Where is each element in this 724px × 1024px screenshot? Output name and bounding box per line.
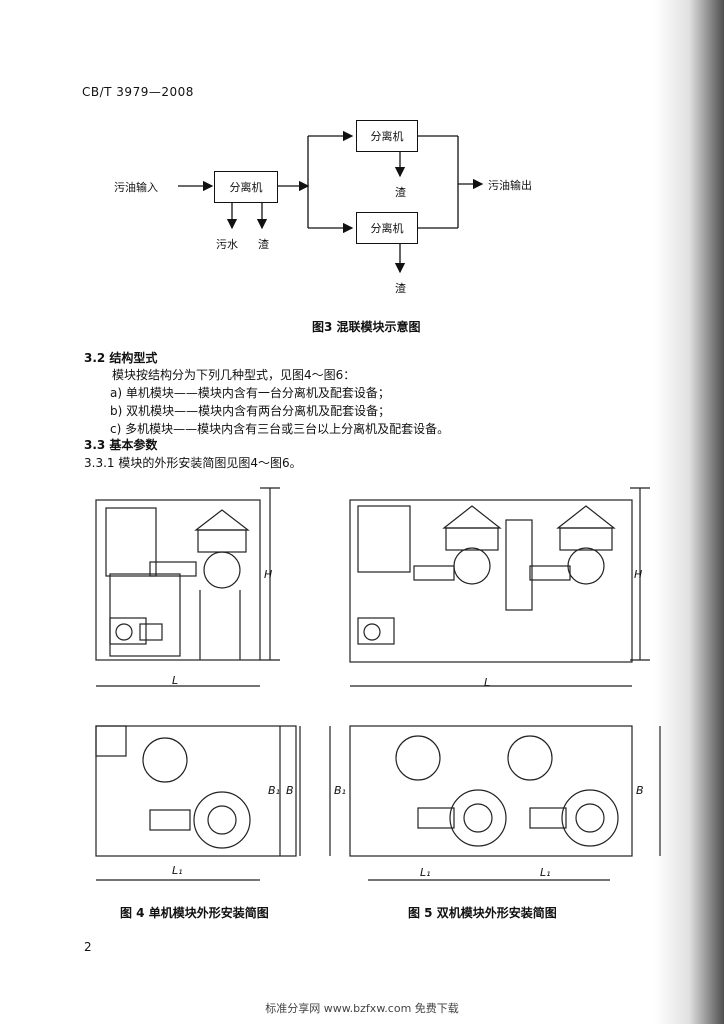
dim-L-fig4: L bbox=[172, 674, 179, 687]
dim-L-fig5: L bbox=[484, 676, 491, 689]
section-3-2-heading: 3.2 结构型式 bbox=[84, 351, 158, 365]
separator-label: 分离机 bbox=[229, 181, 263, 194]
separator-label: 分离机 bbox=[370, 222, 404, 235]
separator-box-2: 分离机 bbox=[356, 120, 418, 152]
section-3-3-1-text: 3.3.1 模块的外形安装简图见图4～图6。 bbox=[84, 456, 302, 470]
module-drawings bbox=[95, 487, 661, 881]
section-3-2-intro: 模块按结构分为下列几种型式，见图4～图6： bbox=[112, 368, 356, 382]
list-item: c) 多机模块——模块内含有三台或三台以上分离机及配套设备。 bbox=[110, 422, 450, 436]
dim-B-fig4: B bbox=[286, 784, 294, 797]
scan-edge-shadow bbox=[654, 0, 724, 1024]
list-item: a) 单机模块——模块内含有一台分离机及配套设备； bbox=[110, 386, 390, 400]
separator-box-1: 分离机 bbox=[214, 171, 278, 203]
oil-output-label: 污油输出 bbox=[488, 179, 532, 192]
section-3-3-heading: 3.3 基本参数 bbox=[84, 438, 158, 452]
dim-L1-fig5-a: L₁ bbox=[420, 866, 431, 879]
figure3-caption: 图3 混联模块示意图 bbox=[312, 320, 421, 334]
dim-H-fig5: H bbox=[634, 568, 643, 581]
residue-label-2: 渣 bbox=[395, 186, 406, 199]
residue-label-1: 渣 bbox=[258, 238, 269, 251]
dim-L1-fig4: L₁ bbox=[172, 864, 183, 877]
dim-H-fig4: H bbox=[264, 568, 273, 581]
standard-number: CB/T 3979—2008 bbox=[82, 85, 194, 99]
mixed-module-diagram: 污油输入 分离机 分离机 分离机 污水 渣 渣 渣 污油输出 bbox=[0, 0, 724, 320]
diagram-lines bbox=[178, 130, 484, 274]
figure5-caption: 图 5 双机模块外形安装简图 bbox=[408, 906, 557, 920]
figure4-caption: 图 4 单机模块外形安装简图 bbox=[120, 906, 269, 920]
dim-B-fig5: B bbox=[636, 784, 644, 797]
waste-water-label: 污水 bbox=[216, 238, 238, 251]
dim-L1-fig5-b: L₁ bbox=[540, 866, 551, 879]
separator-box-3: 分离机 bbox=[356, 212, 418, 244]
oil-input-label: 污油输入 bbox=[114, 181, 158, 194]
footer-watermark: 标准分享网 www.bzfxw.com 免费下载 bbox=[265, 1002, 459, 1015]
dim-B1-fig4: B₁ bbox=[268, 784, 280, 797]
residue-label-3: 渣 bbox=[395, 282, 406, 295]
separator-label: 分离机 bbox=[370, 130, 404, 143]
page-number: 2 bbox=[84, 940, 92, 954]
dim-B1-fig5: B₁ bbox=[334, 784, 346, 797]
list-item: b) 双机模块——模块内含有两台分离机及配套设备； bbox=[110, 404, 391, 418]
